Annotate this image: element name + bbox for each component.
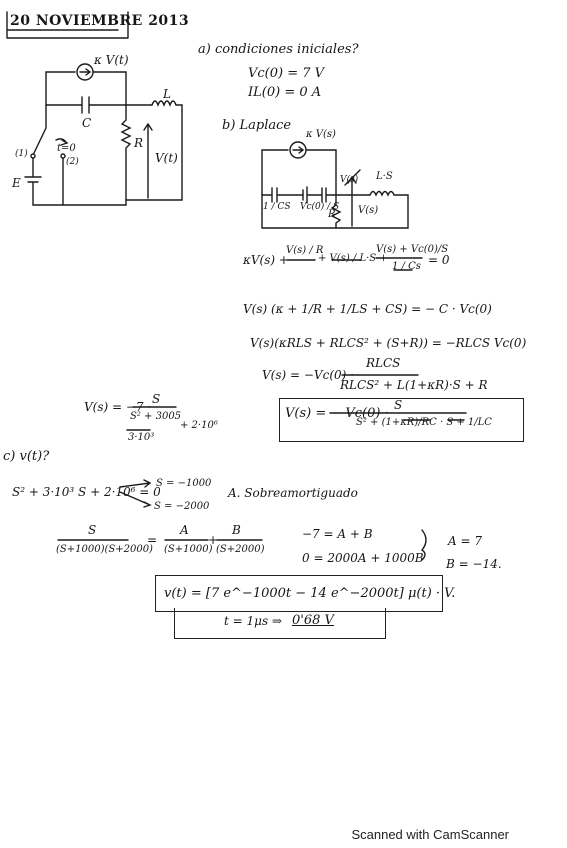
pf-a-den: (S+1000) [164, 544, 213, 555]
circuit2-vout-label: V(s) [358, 205, 379, 216]
capacitor-symbol [45, 96, 153, 114]
pf-den: (S+1000)(S+2000) [56, 544, 153, 555]
circuit1-vout-label: V(t) [155, 151, 178, 165]
final-eval-box [174, 608, 386, 639]
circuit1-battery-label: E [12, 176, 21, 190]
circuit1-pos1: (1) [15, 149, 28, 159]
circuit1-pos2: (2) [66, 157, 79, 167]
answer-b: B = −14. [446, 557, 502, 571]
boxed-den: S² + (1+κR)/RC · S + 1/LC [356, 417, 492, 428]
part-a-il0: IL(0) = 0 A [248, 85, 322, 100]
root1: S = −1000 [156, 478, 212, 489]
eq4-lhs: V(s) = −Vc(0) · [262, 368, 354, 382]
boxed-num: S [394, 398, 403, 412]
circuit2-res-label: R [328, 209, 336, 220]
pf-b-den: (S+2000) [216, 544, 265, 555]
boxed-result-frame [279, 398, 524, 442]
eq5-lhs: V(s) = −7 · [84, 400, 152, 414]
eq4-num: RLCS [366, 356, 401, 370]
system-eq2: 0 = 2000A + 1000B [302, 551, 424, 565]
vout-arrow [143, 122, 153, 199]
eq5-num: S [152, 392, 161, 406]
circuit2-vs-label: V(s) [340, 175, 359, 185]
circuit1-res-label: R [134, 136, 144, 150]
system-eq1: −7 = A + B [302, 527, 373, 541]
pf-eq: = [147, 533, 158, 547]
resistor-symbol [120, 104, 132, 201]
circuit2-source-label: κ V(s) [306, 129, 336, 140]
date-header: 20 NOVIEMBRE 2013 [10, 13, 190, 29]
part-b-heading: b) Laplace [222, 118, 292, 133]
eq5-den-b: 3·10³ [128, 432, 155, 443]
final-eval: t = 1μs ⇒ [224, 614, 282, 628]
circuit1-ind-label: L [163, 87, 171, 101]
final-result: v(t) = [7 e^−1000t − 14 e^−2000t] μ(t) ·… [164, 586, 456, 601]
eq1-denom: 1 / Cs [392, 261, 421, 272]
final-result-box [155, 575, 443, 612]
switch-arm [33, 104, 47, 154]
final-value: 0'68 V [292, 613, 334, 628]
scanner-watermark: Scanned with CamScanner [351, 827, 509, 842]
pf-a-num: A [180, 523, 189, 537]
circuit1-cap-label: C [82, 116, 92, 130]
eq2: V(s) (κ + 1/R + 1/LS + CS) = − C · Vc(0) [243, 302, 492, 316]
eq1-term2: + V(s) / L·S + [318, 253, 388, 264]
char-poly: S² + 3·10³ S + 2·10⁶ = 0 [12, 485, 161, 499]
eq4-den: RLCS² + L(1+κR)·S + R [340, 378, 488, 392]
pf-b-num: B [232, 523, 241, 537]
part-c-heading: c) v(t)? [3, 449, 50, 464]
regime-label: A. Sobreamortiguado [228, 486, 358, 500]
eq3: V(s)(κRLS + RLCS² + (S+R)) = −RLCS Vc(0) [250, 336, 527, 350]
part-a-vc0: Vc(0) = 7 V [248, 66, 325, 81]
inductor-symbol [151, 100, 177, 107]
circuit-1-wires [24, 63, 183, 206]
eq5-den-a: S² + 3005 [130, 411, 182, 422]
pf-num: S [88, 523, 97, 537]
pf-plus: + [208, 533, 219, 547]
root2: S = −2000 [154, 501, 210, 512]
answer-a: A = 7 [448, 534, 482, 548]
circuit2-vc0-label: Vc(0) / S [300, 202, 340, 212]
circuit1-switch-label: t=0 [57, 143, 76, 154]
eq1-term1: V(s) / R [286, 245, 324, 256]
circuit2-ind-label: L·S [376, 171, 393, 182]
circuit-2-wires [261, 141, 409, 229]
part-a-heading: a) condiciones iniciales? [198, 42, 359, 57]
eq1-lhs: κV(s) + [243, 253, 289, 267]
circuit1-source-label: κ V(t) [94, 53, 129, 67]
boxed-lhs: V(s) = − Vc(0) · [285, 406, 389, 421]
eq1-term3: V(s) + Vc(0)/S [376, 244, 449, 255]
eq1-rhs: = 0 [428, 253, 450, 267]
eq5-den-c: + 2·10⁶ [180, 420, 218, 431]
circuit2-cap-label: 1 / CS [263, 202, 291, 212]
